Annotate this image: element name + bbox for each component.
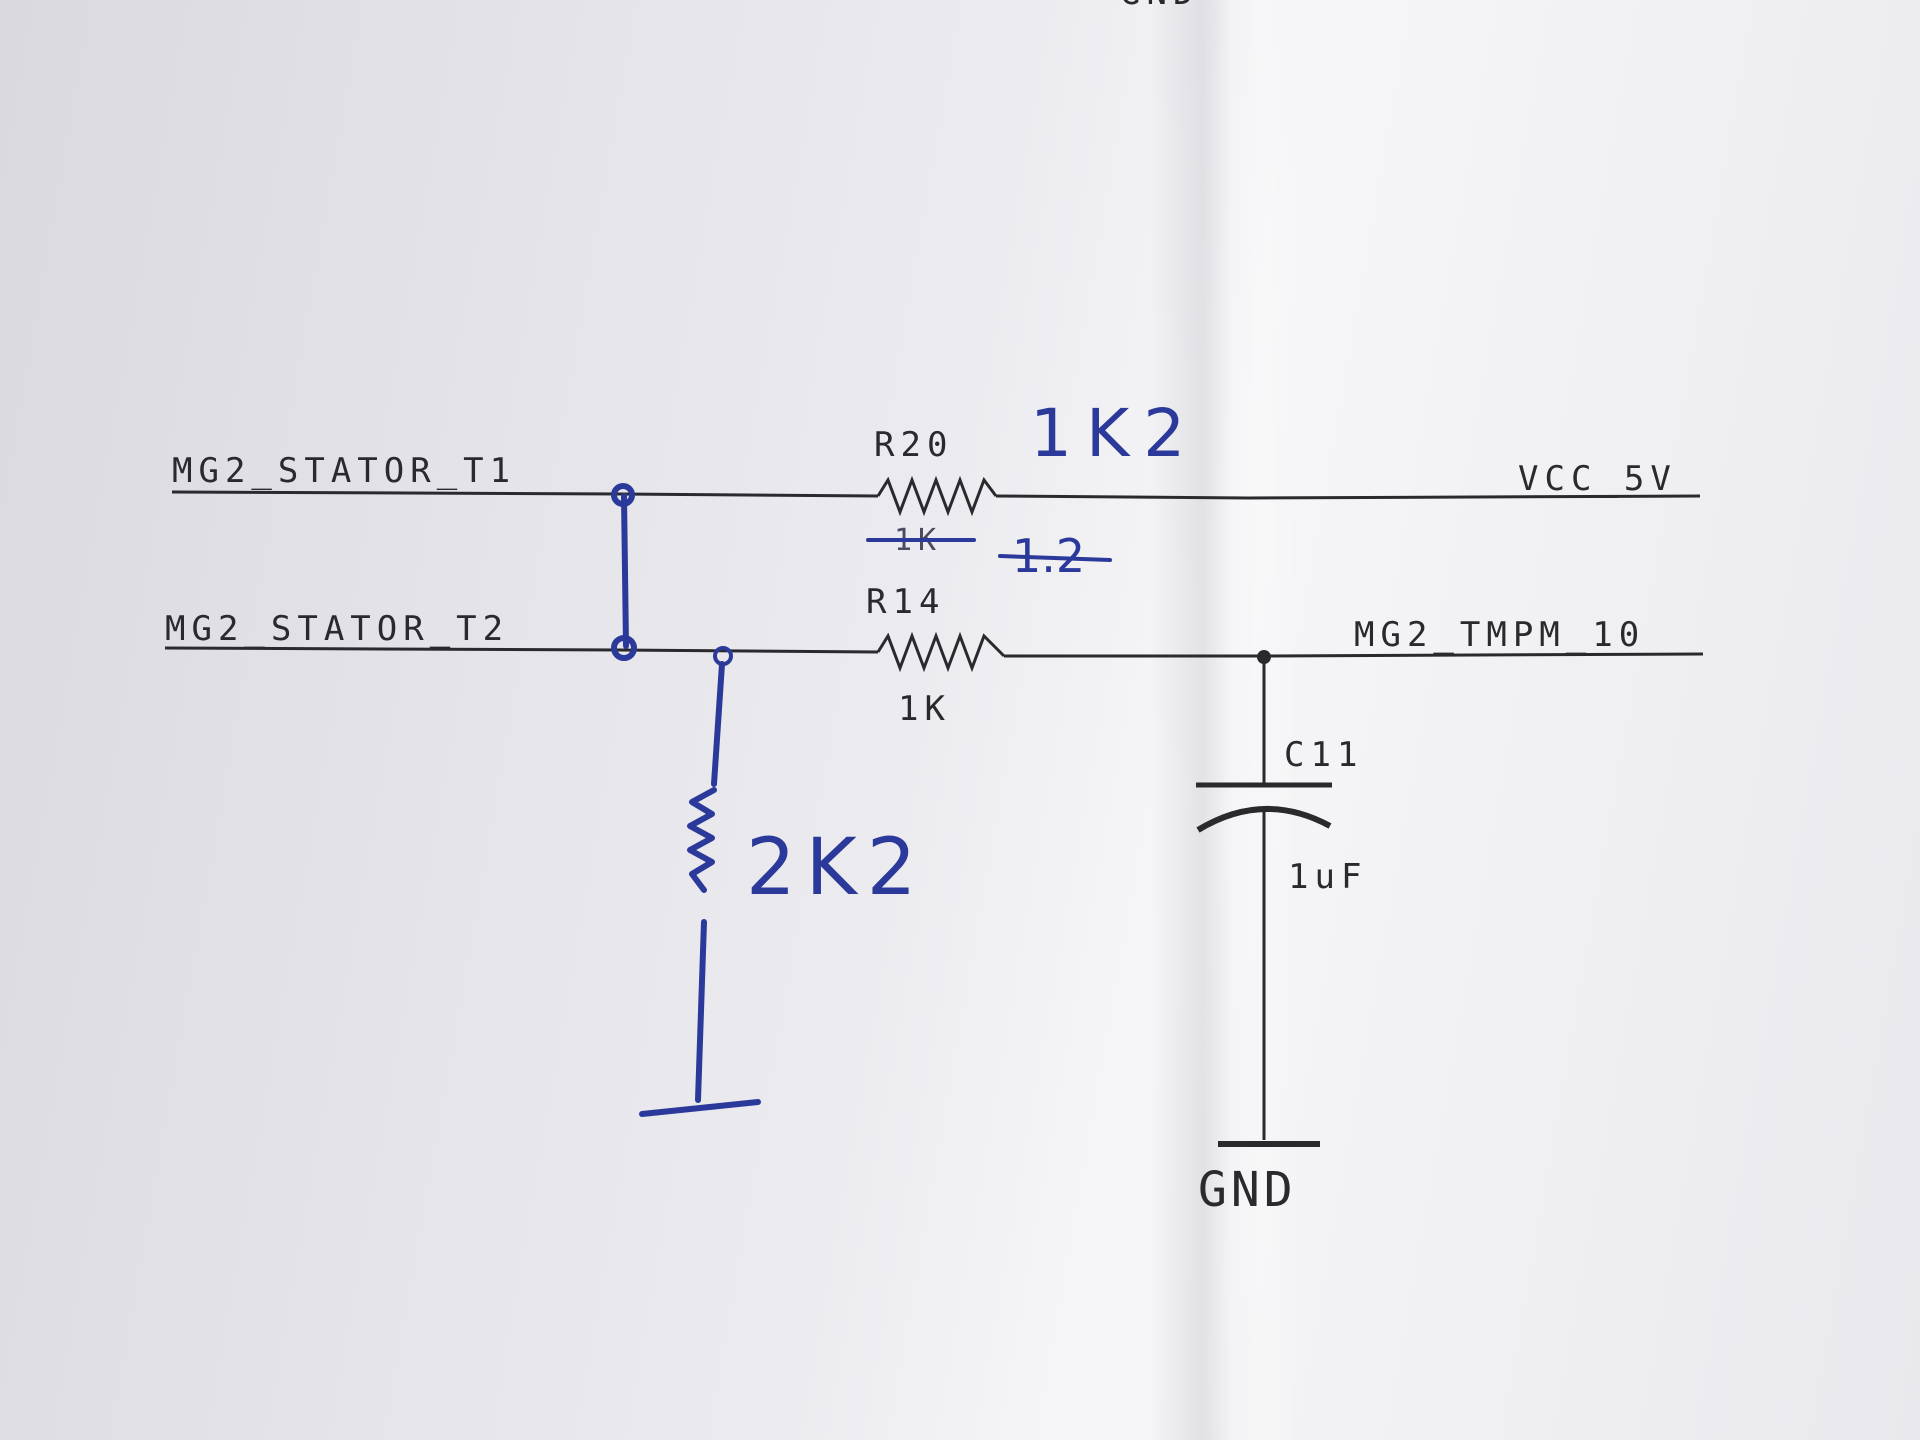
gnd-partial-label: GND bbox=[1120, 0, 1199, 13]
stator-t2-net-underline bbox=[164, 646, 621, 652]
added-resistor-bottom-lead bbox=[695, 919, 707, 1103]
r20-resistor-symbol bbox=[876, 475, 998, 517]
c11-curved-plate bbox=[1196, 805, 1332, 833]
c11-ref-label: C11 bbox=[1284, 735, 1363, 775]
gnd-label: GND bbox=[1198, 1162, 1297, 1218]
r14-ref-label: R14 bbox=[866, 582, 945, 622]
net-label-tmpm: MG2_TMPM_10 bbox=[1354, 615, 1645, 655]
net-label-stator-t1: MG2_STATOR_T1 bbox=[172, 451, 516, 491]
added-resistor-symbol bbox=[687, 787, 717, 893]
printed-wiring bbox=[164, 475, 1704, 1147]
c11-value-label: 1uF bbox=[1288, 857, 1367, 897]
stator-t1-net-underline bbox=[171, 490, 623, 496]
stator-t1-wire bbox=[621, 492, 879, 498]
r14-value-label: 1K bbox=[898, 689, 951, 729]
r20-scribbled-value: 1.2 bbox=[1012, 529, 1085, 583]
added-resistor-top-lead bbox=[711, 661, 725, 787]
added-resistor-value-handwritten: 2K2 bbox=[746, 823, 926, 913]
net-label-stator-t2: MG2_STATOR_T2 bbox=[165, 609, 509, 649]
net-label-vcc: VCC_5V bbox=[1518, 459, 1677, 499]
added-ground-bar bbox=[639, 1099, 761, 1117]
t1-junction-circle bbox=[611, 483, 635, 507]
scribble-strikethrough bbox=[998, 554, 1112, 562]
paper-fold-shadow bbox=[1150, 0, 1300, 1440]
r20-ref-label: R20 bbox=[874, 425, 953, 465]
tmpm-net-underline bbox=[1261, 652, 1704, 658]
r14-resistor-symbol bbox=[876, 631, 1006, 673]
t2-junction-circle bbox=[611, 635, 637, 661]
handwritten-modifications bbox=[611, 483, 1112, 1117]
tmpm-junction-dot bbox=[1257, 650, 1271, 664]
vcc-net-underline bbox=[1247, 494, 1701, 500]
bridge-wire-t1-t2 bbox=[621, 493, 629, 649]
r20-to-vcc-wire bbox=[995, 494, 1249, 500]
r20-new-value-handwritten: 1K2 bbox=[1030, 395, 1199, 472]
stator-t2-wire bbox=[619, 648, 879, 654]
